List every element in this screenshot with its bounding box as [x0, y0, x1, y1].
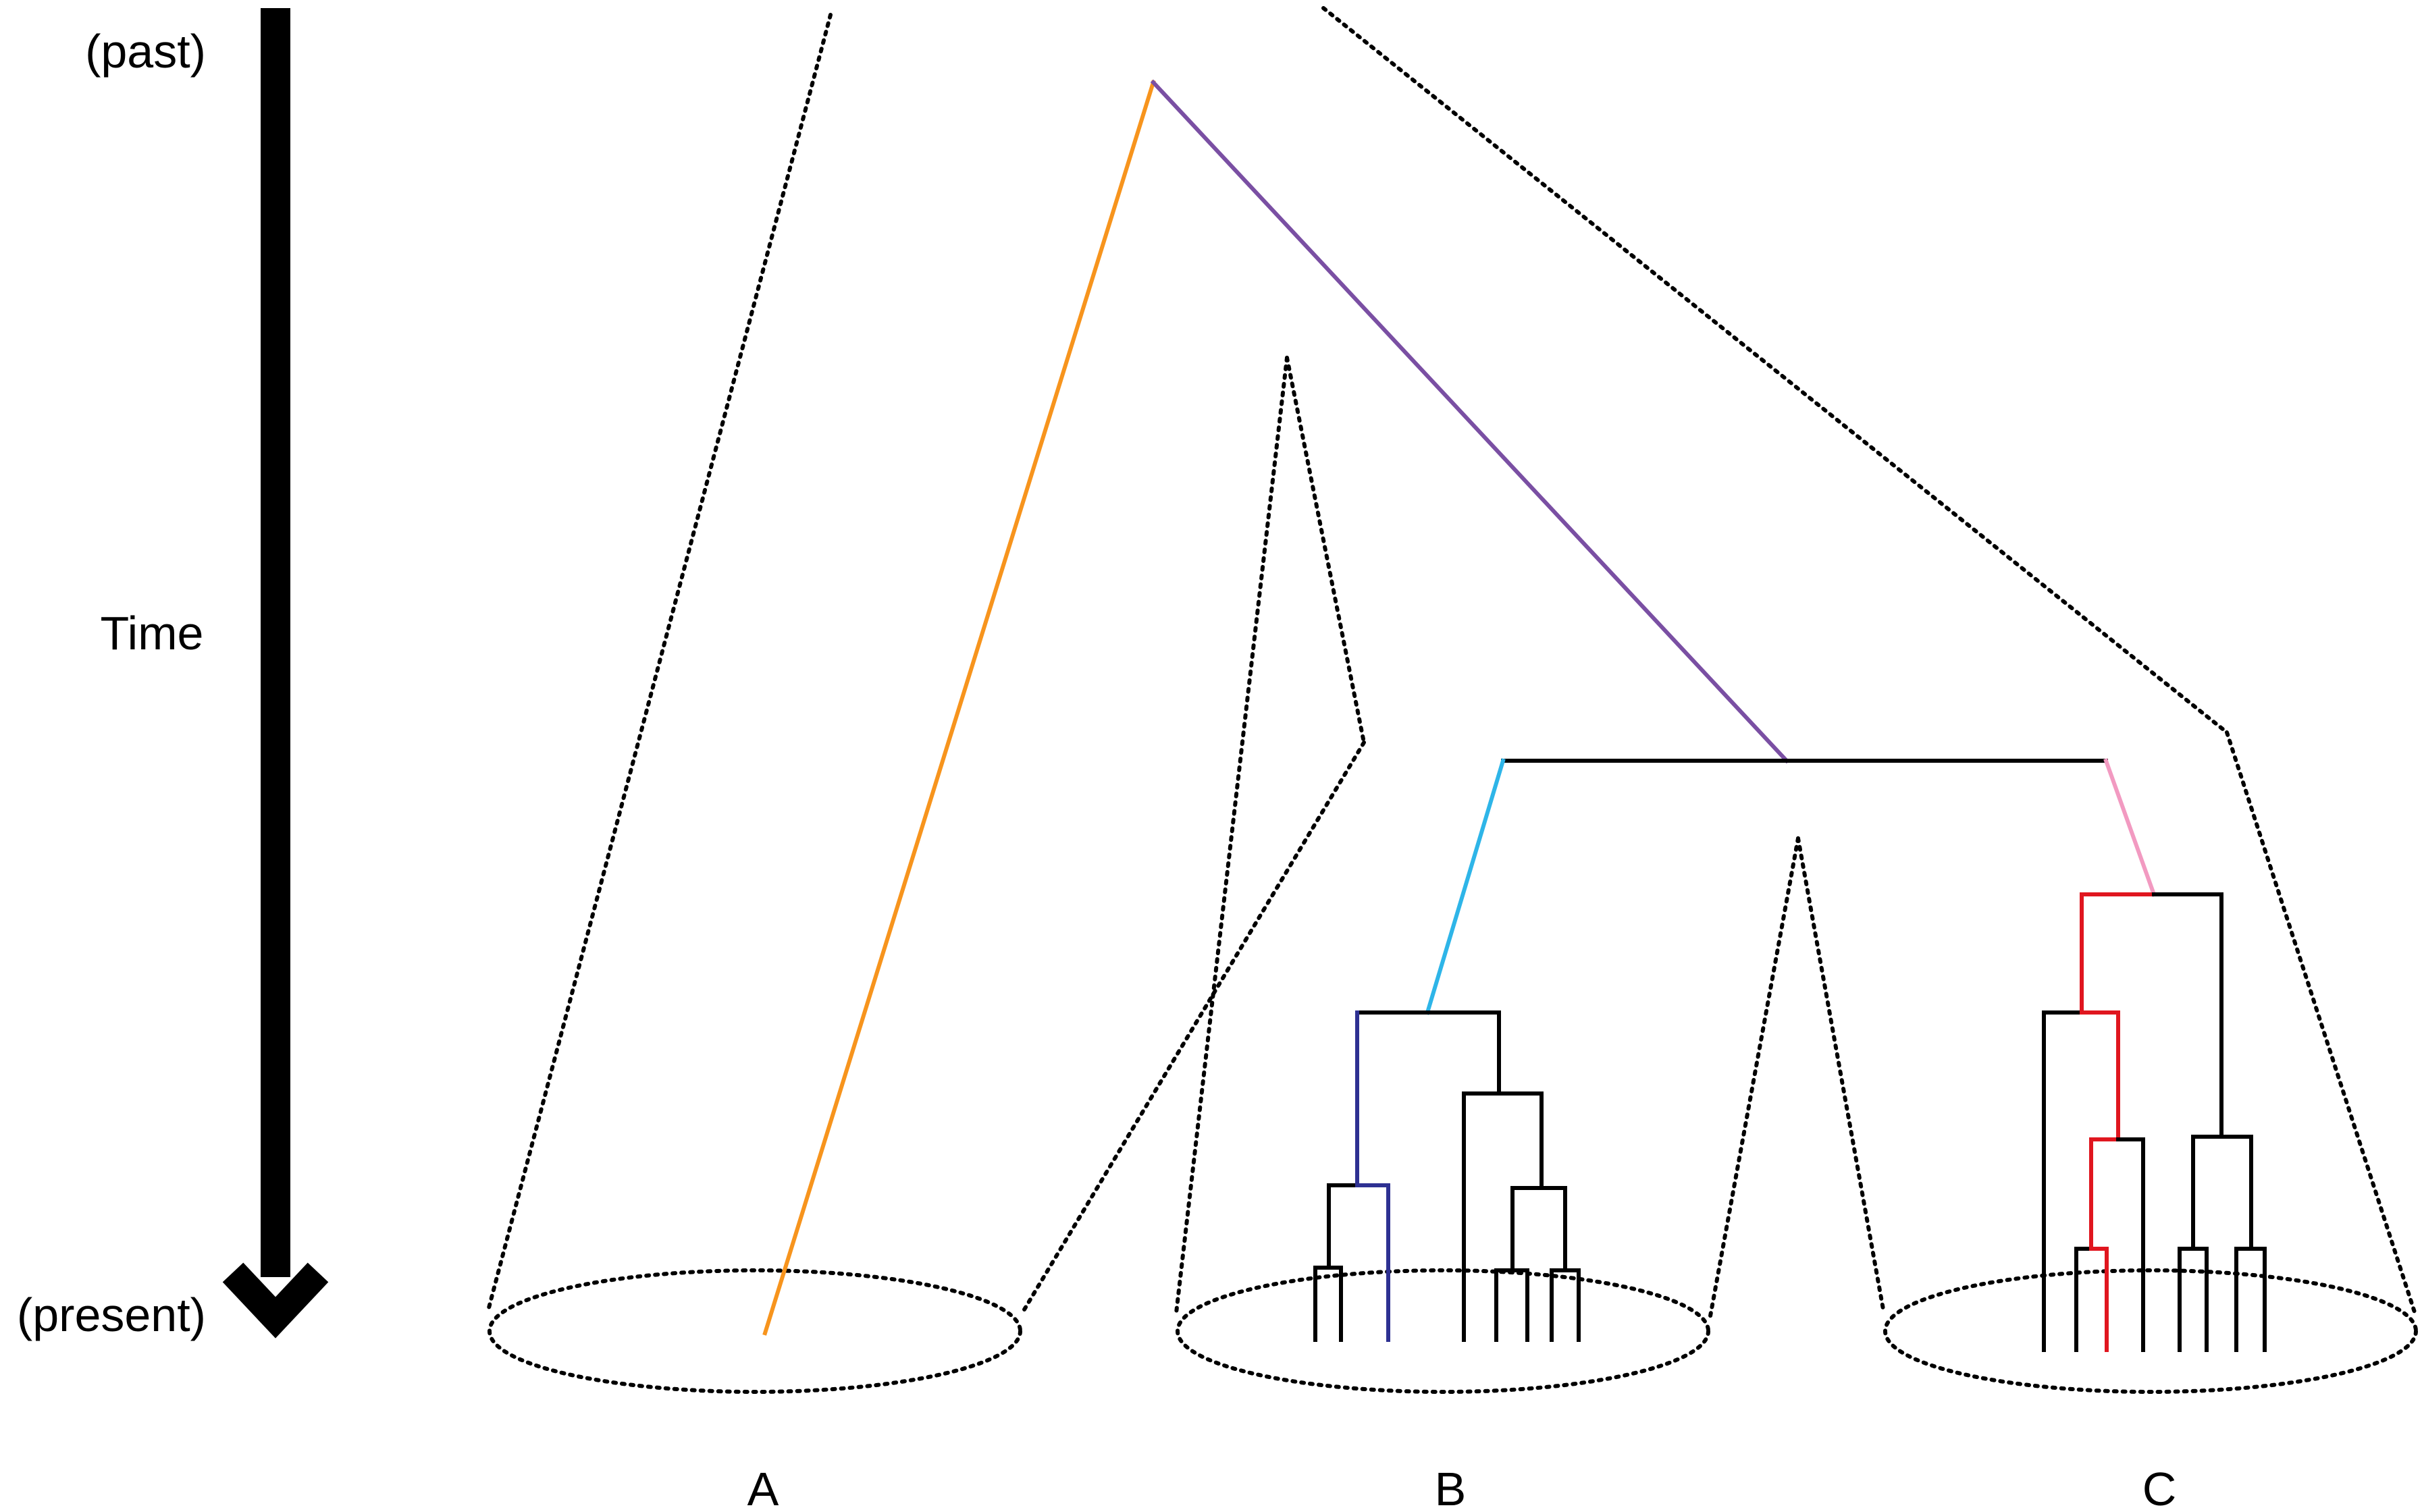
branch-to-B-clade — [1425, 758, 1506, 1015]
outline-A-left — [485, 13, 833, 1315]
branch-root-to-BC — [1150, 79, 1790, 764]
outline-B-right — [1708, 836, 1800, 1322]
outline-C-left — [1796, 836, 1886, 1315]
outline-A-right-lower — [1020, 740, 1366, 1315]
time-axis: (past) Time (present) — [17, 8, 329, 1341]
outline-C-right — [2225, 730, 2418, 1318]
time-present-label: (present) — [17, 1289, 206, 1341]
dotted-outlines — [485, 6, 2418, 1394]
outline-B-left — [1174, 356, 1289, 1315]
group-labels: A B C — [747, 1463, 2177, 1512]
outline-A-right — [1285, 356, 1366, 745]
ellipse-A — [488, 1268, 1022, 1394]
time-axis-label: Time — [101, 607, 204, 659]
clade-B-tree — [1313, 1010, 1581, 1342]
time-arrow-shaft — [261, 8, 290, 1277]
time-past-label: (past) — [85, 25, 206, 78]
branch-to-C-clade — [2103, 758, 2157, 897]
clade-C-tree — [2042, 892, 2267, 1352]
group-label-B: B — [1435, 1463, 1467, 1512]
group-label-A: A — [747, 1463, 779, 1512]
ellipse-C — [1883, 1268, 2418, 1394]
ellipse-B — [1176, 1268, 1710, 1394]
group-label-C: C — [2142, 1463, 2177, 1512]
main-branches — [762, 79, 2157, 1336]
outline-outer-right — [1321, 6, 2229, 734]
time-arrow-head-icon — [222, 1262, 329, 1339]
branch-root-to-A — [762, 80, 1156, 1336]
